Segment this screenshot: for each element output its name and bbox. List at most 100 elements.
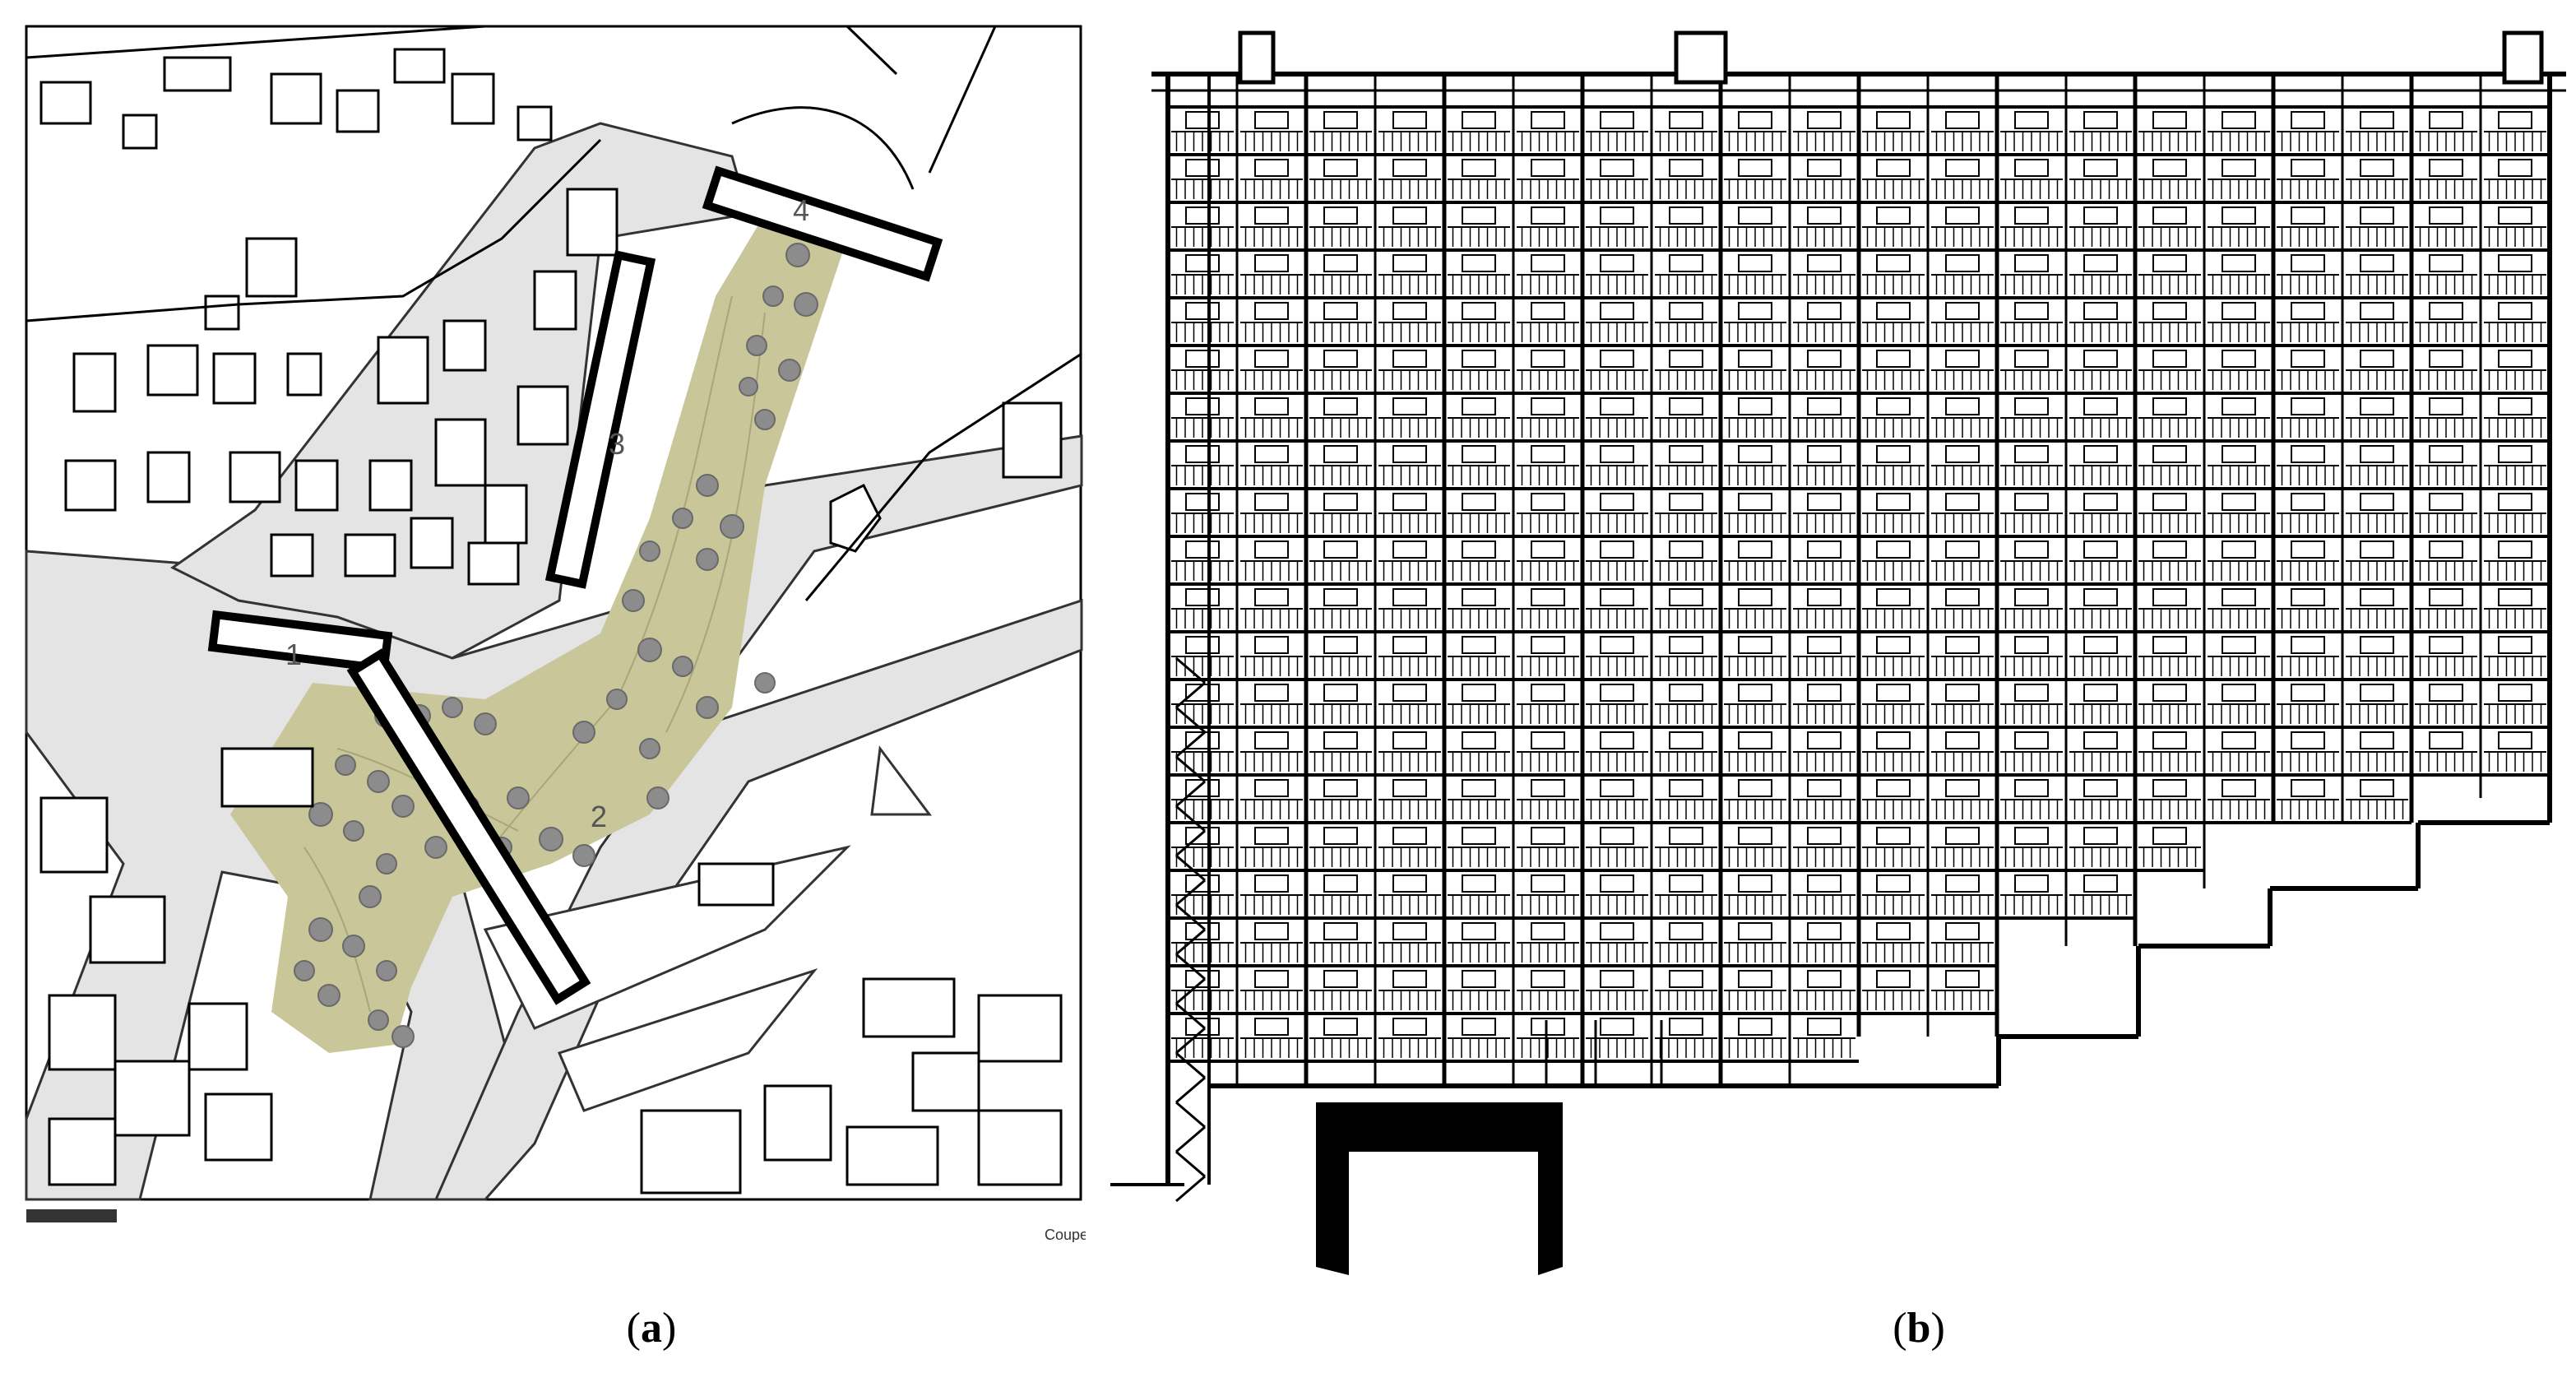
window bbox=[2014, 254, 2049, 272]
window bbox=[2152, 111, 2187, 129]
window bbox=[1669, 731, 1703, 749]
window bbox=[1807, 874, 1842, 893]
main-buildings bbox=[207, 165, 943, 1005]
window bbox=[1738, 445, 1772, 463]
window bbox=[1669, 159, 1703, 177]
window bbox=[1254, 874, 1289, 893]
window bbox=[2152, 731, 2187, 749]
window bbox=[1392, 159, 1427, 177]
window bbox=[2014, 731, 2049, 749]
window bbox=[2498, 731, 2532, 749]
window bbox=[1600, 254, 1634, 272]
window bbox=[1738, 1018, 1772, 1036]
window bbox=[2291, 779, 2325, 797]
window bbox=[1600, 970, 1634, 988]
window bbox=[1462, 684, 1496, 702]
window bbox=[2498, 540, 2532, 559]
window bbox=[1945, 302, 1980, 320]
window bbox=[1669, 970, 1703, 988]
site-plan-panel: 1 2 3 4 CoupeAA bbox=[25, 25, 1108, 1243]
window bbox=[1600, 922, 1634, 940]
window bbox=[2498, 159, 2532, 177]
window bbox=[2083, 302, 2118, 320]
window bbox=[1945, 540, 1980, 559]
window bbox=[2152, 445, 2187, 463]
park-area bbox=[230, 214, 855, 1053]
window bbox=[1254, 397, 1289, 415]
window bbox=[1669, 636, 1703, 654]
window bbox=[1876, 779, 1911, 797]
window bbox=[1738, 779, 1772, 797]
stair-flight bbox=[1175, 854, 1206, 882]
window bbox=[1600, 684, 1634, 702]
window bbox=[1669, 254, 1703, 272]
label-building-3: 3 bbox=[609, 427, 625, 461]
caption-a: (a) bbox=[626, 1305, 677, 1352]
window bbox=[2429, 588, 2463, 606]
window bbox=[2291, 588, 2325, 606]
window bbox=[1392, 397, 1427, 415]
window bbox=[1945, 684, 1980, 702]
window bbox=[2083, 731, 2118, 749]
window bbox=[2360, 350, 2394, 368]
window bbox=[2014, 779, 2049, 797]
window bbox=[1462, 159, 1496, 177]
window bbox=[1323, 684, 1358, 702]
window bbox=[1807, 588, 1842, 606]
window bbox=[2222, 779, 2256, 797]
window bbox=[1254, 684, 1289, 702]
window bbox=[1669, 1018, 1703, 1036]
window bbox=[1462, 111, 1496, 129]
window bbox=[1254, 922, 1289, 940]
window bbox=[1669, 922, 1703, 940]
window bbox=[1323, 1018, 1358, 1036]
window bbox=[2360, 206, 2394, 225]
window bbox=[2291, 302, 2325, 320]
window bbox=[1807, 445, 1842, 463]
window bbox=[1600, 159, 1634, 177]
window bbox=[2291, 206, 2325, 225]
window bbox=[2360, 636, 2394, 654]
window bbox=[1462, 302, 1496, 320]
window bbox=[1254, 206, 1289, 225]
window bbox=[1876, 445, 1911, 463]
window bbox=[1945, 779, 1980, 797]
window bbox=[1738, 254, 1772, 272]
window bbox=[2152, 302, 2187, 320]
window bbox=[1254, 970, 1289, 988]
window bbox=[1392, 922, 1427, 940]
window bbox=[1185, 254, 1220, 272]
window bbox=[1738, 731, 1772, 749]
window bbox=[1945, 827, 1980, 845]
stair-flight bbox=[1175, 755, 1206, 783]
window bbox=[2222, 445, 2256, 463]
window bbox=[1185, 922, 1220, 940]
window bbox=[2152, 684, 2187, 702]
window bbox=[2014, 397, 2049, 415]
window bbox=[1531, 827, 1565, 845]
window bbox=[2083, 445, 2118, 463]
window bbox=[2429, 684, 2463, 702]
caption-b: (b) bbox=[1893, 1305, 1945, 1352]
window bbox=[2291, 493, 2325, 511]
window bbox=[1807, 779, 1842, 797]
window bbox=[1738, 397, 1772, 415]
window bbox=[1807, 350, 1842, 368]
stair-flight bbox=[1175, 1125, 1206, 1153]
site-plan-svg: 1 2 3 4 CoupeAA bbox=[25, 25, 1108, 1243]
window bbox=[1323, 397, 1358, 415]
window bbox=[2083, 206, 2118, 225]
roof-cap-right bbox=[2502, 30, 2544, 85]
window bbox=[1323, 206, 1358, 225]
window bbox=[1738, 922, 1772, 940]
window bbox=[1323, 493, 1358, 511]
window bbox=[1945, 350, 1980, 368]
window bbox=[2083, 779, 2118, 797]
window bbox=[1738, 684, 1772, 702]
window bbox=[1392, 254, 1427, 272]
window bbox=[2360, 588, 2394, 606]
label-building-1: 1 bbox=[285, 638, 302, 671]
window bbox=[1323, 827, 1358, 845]
window bbox=[2222, 493, 2256, 511]
label-building-4: 4 bbox=[793, 193, 809, 227]
